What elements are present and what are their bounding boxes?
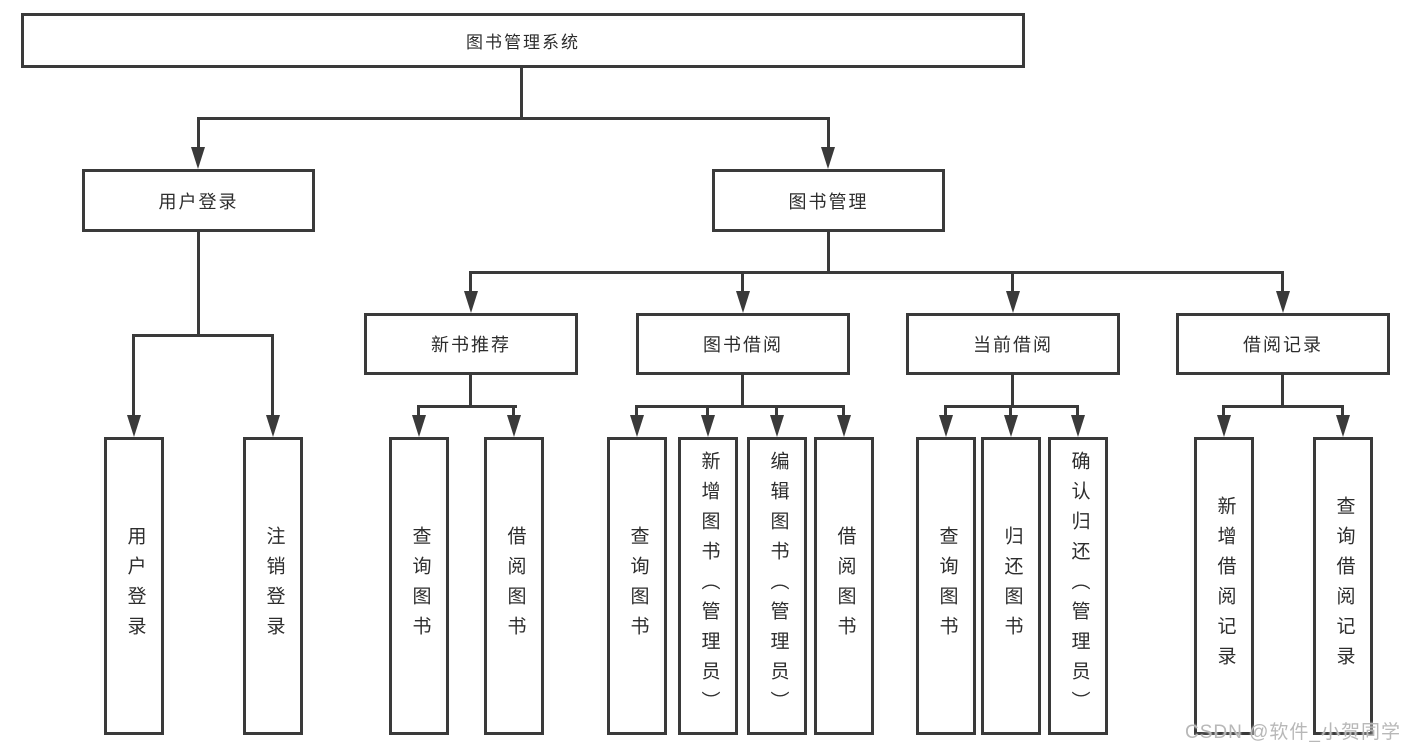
connector-level1-split [197,117,830,120]
connector-stub [706,406,709,418]
connector-to-new-books [469,272,472,295]
arrow-down-icon [464,291,478,313]
arrow-down-icon [630,415,644,437]
arrow-down-icon [266,415,280,437]
connector-stub [417,406,420,418]
node-borrow-records: 借阅记录 [1176,313,1390,375]
connector-user-login-down [197,232,200,335]
csdn-watermark: CSDN @软件_小贺同学 [1185,722,1401,743]
connector-root-down [520,68,523,118]
arrow-down-icon [701,415,715,437]
connector-to-book-borrow [741,272,744,295]
node-leaf-add-borrow-record: 新增借阅记录 [1194,437,1254,735]
connector-level3-split [469,271,1284,274]
connector-stub [1076,406,1079,418]
node-leaf-query-borrow-record: 查询借阅记录 [1313,437,1373,735]
node-current-borrow: 当前借阅 [906,313,1120,375]
connector-book-borrow-down [741,375,744,406]
node-leaf-logout: 注销登录 [243,437,303,735]
connector-stub [512,406,515,418]
arrow-down-icon [1217,415,1231,437]
connector-to-current-borrow [1011,272,1014,295]
arrow-down-icon [1336,415,1350,437]
connector-book-mgmt-down [827,232,830,272]
arrow-down-icon [837,415,851,437]
arrow-down-icon [821,147,835,169]
connector-stub [775,406,778,418]
connector-stub [944,406,947,418]
connector-to-borrow-records [1281,272,1284,295]
connector-book-borrow-split [635,405,845,408]
arrow-down-icon [770,415,784,437]
arrow-down-icon [191,147,205,169]
node-root: 图书管理系统 [21,13,1025,68]
node-leaf-edit-books-admin: 编辑图书（管理员） [747,437,807,735]
connector-new-books-down [469,375,472,406]
connector-borrow-records-split [1222,405,1344,408]
connector-stub [1222,406,1225,418]
node-new-books: 新书推荐 [364,313,578,375]
arrow-down-icon [507,415,521,437]
node-leaf-user-login: 用户登录 [104,437,164,735]
arrow-down-icon [736,291,750,313]
arrow-down-icon [939,415,953,437]
node-leaf-borrow-books-2: 借阅图书 [814,437,874,735]
arrow-down-icon [412,415,426,437]
connector-stub [635,406,638,418]
arrow-down-icon [1276,291,1290,313]
node-leaf-return-books: 归还图书 [981,437,1041,735]
connector-stub [842,406,845,418]
connector-current-borrow-down [1011,375,1014,406]
node-leaf-confirm-return-admin: 确认归还（管理员） [1048,437,1108,735]
arrow-down-icon [1071,415,1085,437]
node-leaf-add-books-admin: 新增图书（管理员） [678,437,738,735]
arrow-down-icon [1006,291,1020,313]
connector-new-books-split [417,405,517,408]
connector-to-leaf-logout [271,335,274,417]
node-book-mgmt: 图书管理 [712,169,945,232]
arrow-down-icon [127,415,141,437]
arrow-down-icon [1004,415,1018,437]
node-leaf-borrow-books-1: 借阅图书 [484,437,544,735]
node-user-login: 用户登录 [82,169,315,232]
connector-to-book-mgmt [827,118,830,150]
connector-borrow-records-down [1281,375,1284,406]
connector-stub [1341,406,1344,418]
node-leaf-query-books-1: 查询图书 [389,437,449,735]
connector-to-leaf-user-login [132,335,135,417]
node-book-borrow: 图书借阅 [636,313,850,375]
node-leaf-query-books-2: 查询图书 [607,437,667,735]
connector-user-login-split [132,334,274,337]
node-leaf-query-books-3: 查询图书 [916,437,976,735]
connector-to-user-login [197,118,200,150]
connector-stub [1009,406,1012,418]
